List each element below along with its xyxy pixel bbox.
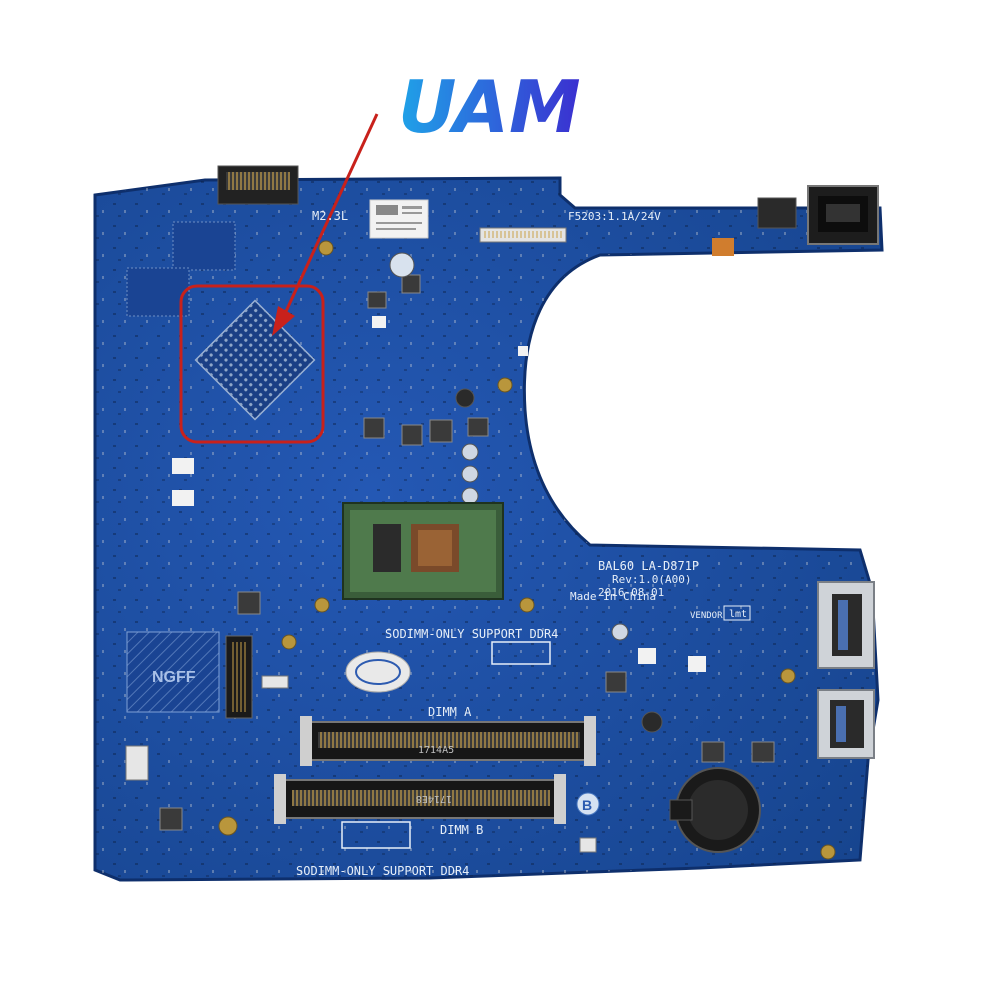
coin-battery-holder <box>669 767 761 853</box>
usb-port-1 <box>817 581 875 669</box>
b-marker <box>576 792 600 816</box>
annotation-label: UAM <box>398 65 581 149</box>
highlight-box <box>179 284 325 444</box>
sodimm-label-top: SODIMM-ONLY SUPPORT DDR4 <box>385 627 558 641</box>
memory-pad-1 <box>172 221 236 271</box>
m2-label: M2.3L <box>312 209 348 223</box>
board-model: BAL60 LA-D871P <box>598 559 699 573</box>
board-revision: Rev:1.0(A00) <box>612 573 691 586</box>
ngff-label: NGFF <box>152 669 196 686</box>
lan-transformer <box>757 197 797 229</box>
board-date: 2016-08-01 <box>598 586 664 599</box>
dimm-a-slot <box>300 716 596 766</box>
dimm-b-label: DIMM B <box>440 823 483 837</box>
dimm-b-slot <box>274 774 566 824</box>
memory-pad-2 <box>126 267 190 317</box>
slot-code-a: 1714A5 <box>418 745 454 756</box>
fuse-label: F5203:1.1A/24V <box>568 210 661 223</box>
usb-port-2 <box>817 689 875 759</box>
board-vendor: VENDOR <box>690 611 723 621</box>
capacitors <box>389 252 663 733</box>
small-connector-2 <box>261 675 289 689</box>
dell-sticker <box>345 651 411 693</box>
cpu <box>342 502 504 600</box>
board-origin: Made In China <box>570 590 656 603</box>
vendor-badge-box <box>723 605 751 621</box>
bga-chip <box>194 299 316 421</box>
mounting-holes <box>218 240 836 860</box>
dimm-a-label: DIMM A <box>428 705 472 719</box>
orange-pad <box>712 238 734 256</box>
vendor-badge: lmt <box>729 609 747 620</box>
small-connector-3 <box>491 641 551 665</box>
sodimm-label-bottom: SODIMM-ONLY SUPPORT DDR4 <box>296 864 469 878</box>
small-connector-5 <box>579 837 597 853</box>
annotation-arrow <box>272 113 379 336</box>
small-connector-4 <box>341 821 411 849</box>
white-pads <box>172 316 706 672</box>
small-connector-1 <box>125 745 149 781</box>
b-marker-label: B <box>582 797 592 813</box>
slot-code-b: 1714E8 <box>416 793 452 804</box>
